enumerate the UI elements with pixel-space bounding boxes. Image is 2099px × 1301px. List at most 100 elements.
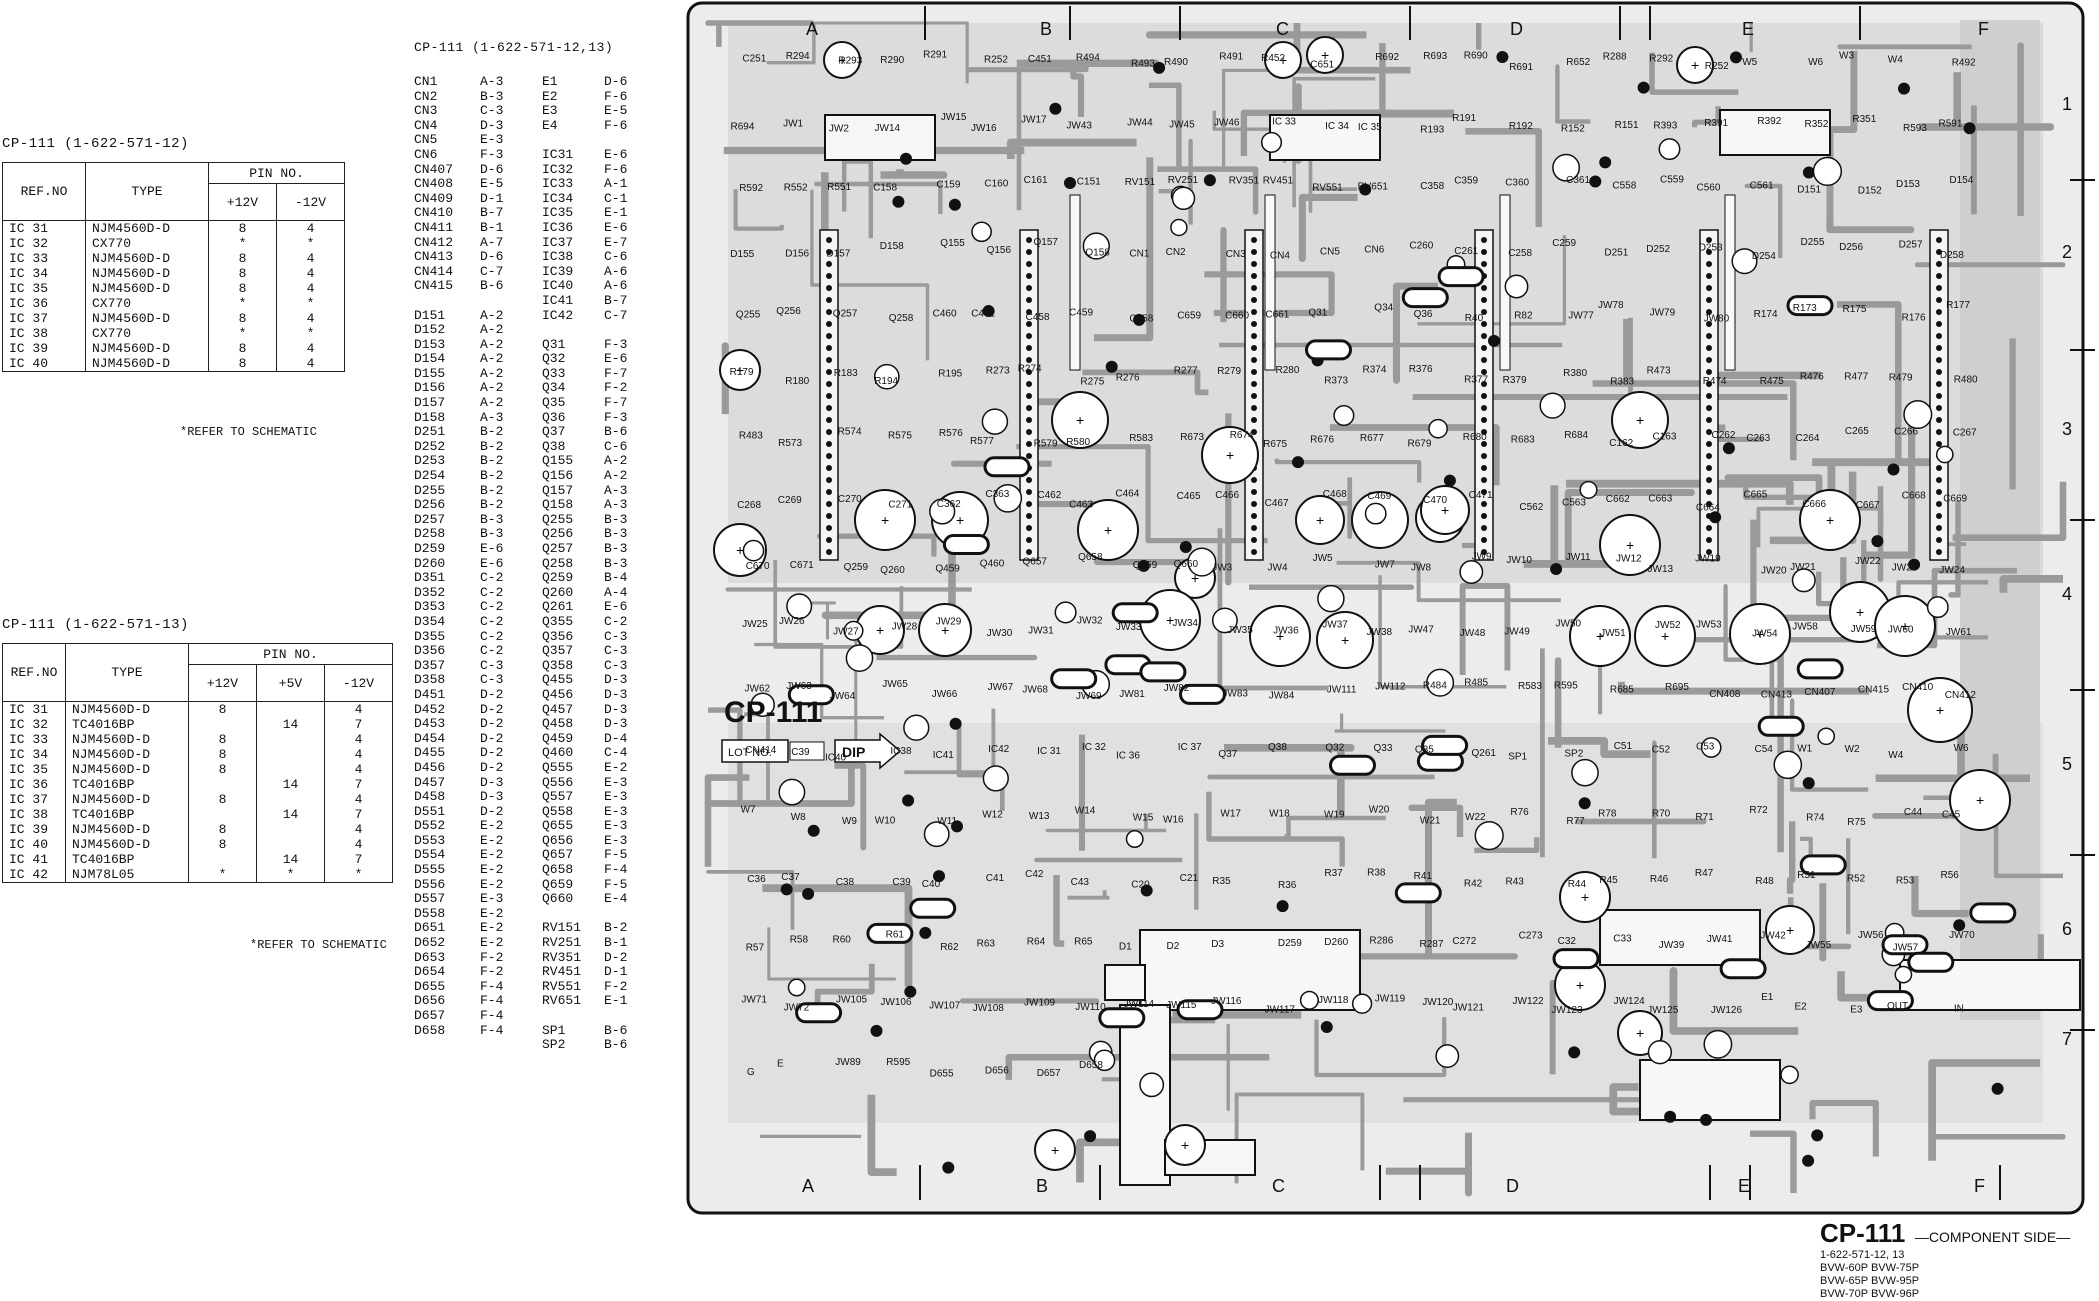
footer-model: BVW-70P BVW-96P: [1820, 1288, 1920, 1300]
pin-pad: [1706, 249, 1712, 255]
ref-cell: IC 33: [2, 732, 66, 747]
small-component: [1428, 418, 1448, 439]
pcb-trace: [1617, 681, 1870, 695]
pcb-trace: [1149, 82, 1182, 173]
component-designator: R78: [1598, 809, 1617, 820]
pin-pad: [1936, 249, 1942, 255]
component-designator: R551: [827, 182, 851, 193]
ref-location: C-2: [480, 613, 504, 629]
ref-part: D357: [414, 657, 446, 673]
pin-pad: [826, 321, 832, 327]
ref-location: E-6: [604, 599, 628, 615]
ref-location: E-2: [480, 935, 504, 951]
ref-location: F-3: [480, 146, 504, 162]
pin-col: +12V: [208, 183, 277, 221]
ref-part: Q257: [542, 541, 574, 556]
pad-dot: [1709, 511, 1722, 524]
ref-part: IC41: [542, 292, 574, 308]
ref-location: E-2: [480, 876, 504, 892]
component-designator: R51: [1797, 870, 1816, 881]
ref-cell: IC 39: [2, 341, 86, 356]
component-designator: JW22: [1855, 556, 1881, 567]
ref-part: D554: [414, 847, 446, 863]
ref-part: Q38: [542, 438, 566, 454]
ref-part: D256: [414, 497, 446, 513]
type-cell: TC4016BP: [65, 852, 189, 867]
ref-part: D656: [414, 993, 446, 1009]
small-component: [843, 620, 864, 641]
polarity-mark: +: [1596, 628, 1604, 644]
ref-location: C-3: [604, 643, 628, 659]
ref-part: CN3: [414, 103, 438, 119]
pad-dot: [1637, 81, 1650, 94]
component-designator: JW31: [1028, 626, 1054, 637]
component-designator: Q255: [736, 309, 761, 320]
ref-cell: IC 40: [2, 356, 86, 372]
ref-part: CN2: [414, 88, 438, 104]
pin-pad: [1481, 537, 1487, 543]
component-designator: R63: [977, 938, 996, 949]
ref-part: Q358: [542, 657, 574, 673]
component-designator: D658: [1079, 1060, 1103, 1071]
pad-dot: [1599, 156, 1612, 169]
small-component: [903, 714, 930, 741]
grid-column-letter: F: [1974, 1176, 1985, 1196]
component-designator: C269: [778, 495, 802, 506]
component-designator: JW52: [1655, 620, 1681, 631]
pcb-trace: [814, 181, 943, 215]
ref-part: D455: [414, 745, 446, 761]
component-designator: R193: [1420, 124, 1444, 135]
component-designator: R674: [1230, 430, 1254, 441]
component-designator: JW30: [987, 628, 1013, 639]
component-designator: R35: [1212, 876, 1231, 887]
pcb-trace: [1548, 737, 1651, 758]
type-cell: NJM4560D-D: [65, 837, 189, 852]
ref-location: B-6: [480, 278, 504, 294]
ref-part: D252: [414, 438, 446, 454]
pin-pad: [1936, 501, 1942, 507]
component-designator: R62: [940, 942, 959, 953]
ref-part: Q657: [542, 847, 574, 863]
component-designator: C468: [1323, 489, 1347, 500]
component-designator: RV551: [1312, 182, 1343, 193]
component-designator: R677: [1360, 433, 1384, 444]
pin-pad: [826, 405, 832, 411]
component-designator: R293: [838, 55, 862, 66]
pin-pad: [1706, 405, 1712, 411]
component-designator: C663: [1648, 494, 1672, 505]
ic-package: [1639, 1059, 1781, 1121]
grid-column-letter: B: [1036, 1176, 1048, 1196]
ref-location: C-4: [604, 745, 628, 761]
pcb-trace: [1786, 821, 1796, 894]
grid-row-number: 6: [2062, 919, 2072, 939]
pin-pad: [826, 453, 832, 459]
pad-dot: [948, 198, 961, 211]
pin-pad: [1706, 441, 1712, 447]
component-designator: IC 36: [1116, 751, 1140, 762]
component-designator: W8: [791, 812, 806, 823]
polarity-mark: +: [1856, 604, 1864, 620]
component-designator: SP1: [1508, 751, 1527, 762]
resistor-array: [1069, 194, 1081, 371]
ref-location: D-3: [480, 774, 504, 790]
ref-location: E-6: [604, 219, 628, 235]
type-cell: NJM4560D-D: [85, 220, 209, 236]
ref-part: Q557: [542, 789, 574, 805]
pad-dot: [1802, 777, 1815, 790]
ref-part: RV451: [542, 964, 582, 980]
component-designator: R291: [923, 50, 947, 61]
small-component: [845, 644, 874, 672]
pin-pad: [1936, 369, 1942, 375]
component-designator: JW48: [1460, 628, 1486, 639]
ref-part: D558: [414, 905, 446, 921]
ref-location: A-2: [480, 395, 504, 411]
ref-part: Q155: [542, 453, 574, 469]
grid-column-letter: F: [1978, 19, 1989, 39]
component-designator: IC38: [890, 746, 912, 757]
component-designator: C462: [1037, 490, 1061, 501]
component-designator: R45: [1599, 875, 1618, 886]
component-designator: C460: [933, 308, 957, 319]
component-designator: C465: [1177, 491, 1201, 502]
ref-location: D-2: [480, 730, 504, 746]
